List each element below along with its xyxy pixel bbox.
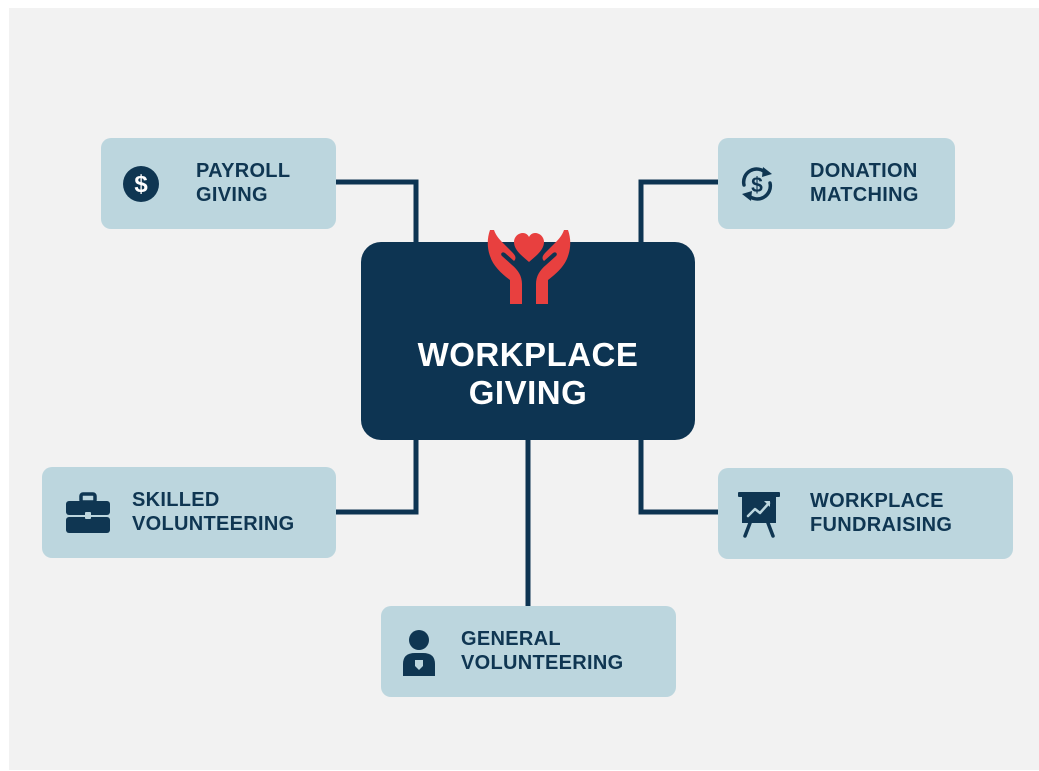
node-label-line2: GIVING <box>196 184 268 206</box>
svg-text:$: $ <box>134 171 148 198</box>
node-label-line2: MATCHING <box>810 184 919 206</box>
node-label-line2: FUNDRAISING <box>810 514 953 536</box>
node-label: DONATION MATCHING <box>810 159 919 207</box>
dollar-cycle-icon: $ <box>736 163 778 205</box>
node-label-line1: PAYROLL <box>196 160 291 182</box>
node-label-line1: GENERAL <box>461 628 561 650</box>
center-title: WORKPLACE GIVING <box>361 336 695 412</box>
center-node-workplace-giving: WORKPLACE GIVING <box>361 230 695 440</box>
connector-donation-matching <box>638 179 718 242</box>
node-label-line2: VOLUNTEERING <box>461 652 624 674</box>
node-label-line1: DONATION <box>810 160 918 182</box>
node-label: PAYROLL GIVING <box>196 159 290 207</box>
node-workplace-fundraising: WORKPLACE FUNDRAISING <box>718 468 1013 559</box>
node-general-volunteering: GENERAL VOLUNTEERING <box>381 606 676 697</box>
node-label: GENERAL VOLUNTEERING <box>461 627 624 675</box>
node-label-line2: VOLUNTEERING <box>132 513 295 535</box>
node-label-line1: SKILLED <box>132 489 220 511</box>
node-label-line1: WORKPLACE <box>810 490 944 512</box>
connector-workplace-fundraising <box>638 440 718 515</box>
dollar-circle-icon: $ <box>121 164 161 204</box>
presentation-chart-icon <box>736 490 782 538</box>
connector-payroll-giving <box>336 179 419 242</box>
node-skilled-volunteering: SKILLED VOLUNTEERING <box>42 467 336 558</box>
center-title-line1: WORKPLACE <box>417 336 639 373</box>
center-title-line2: GIVING <box>468 374 588 411</box>
node-label: SKILLED VOLUNTEERING <box>132 488 295 536</box>
node-payroll-giving: $ PAYROLL GIVING <box>101 138 336 229</box>
node-donation-matching: $ DONATION MATCHING <box>718 138 955 229</box>
person-icon <box>399 628 439 678</box>
briefcase-icon <box>64 491 112 535</box>
svg-text:$: $ <box>751 174 763 197</box>
hands-holding-heart-icon <box>484 228 574 308</box>
connector-skilled-volunteering <box>336 440 419 515</box>
node-label: WORKPLACE FUNDRAISING <box>810 489 952 537</box>
